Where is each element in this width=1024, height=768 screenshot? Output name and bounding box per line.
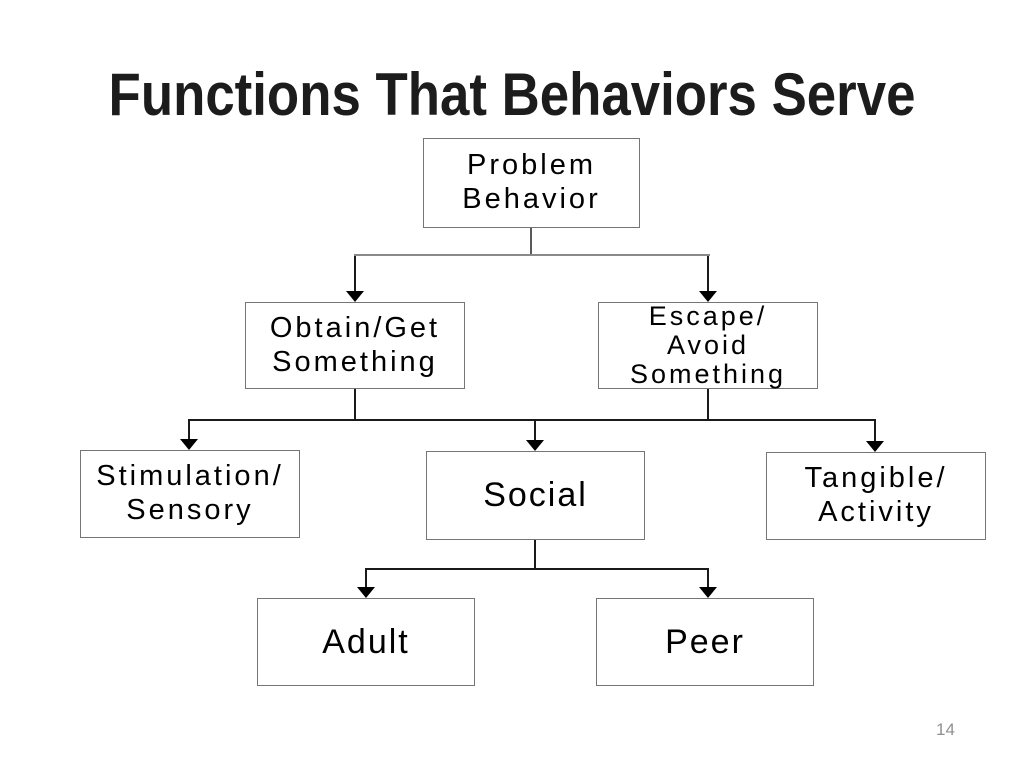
node-social: Social (426, 451, 645, 540)
page-number: 14 (936, 720, 955, 739)
node-tangible-activity: Tangible/ Activity (766, 452, 986, 540)
node-escape-avoid-something: Escape/ Avoid Something (598, 302, 818, 389)
arrowhead-to-stimulation (180, 439, 198, 450)
connector-to-social (534, 421, 536, 440)
arrowhead-to-tangible (866, 441, 884, 452)
arrowhead-to-escape (699, 291, 717, 302)
connector-problem-drop (530, 228, 532, 255)
arrowhead-to-social (526, 440, 544, 451)
node-adult: Adult (257, 598, 475, 686)
arrowhead-to-peer (699, 587, 717, 598)
arrowhead-to-adult (357, 587, 375, 598)
connector-to-obtain (354, 256, 356, 291)
node-peer: Peer (596, 598, 814, 686)
connector-to-adult (365, 570, 367, 587)
connector-to-peer (707, 570, 709, 587)
connector-to-stimulation (188, 421, 190, 439)
connector-rail-level4 (365, 568, 709, 570)
connector-obtain-drop (354, 389, 356, 420)
connector-social-drop (534, 540, 536, 569)
connector-to-escape (707, 256, 709, 291)
node-problem-behavior: Problem Behavior (423, 138, 640, 228)
node-obtain-get-something: Obtain/Get Something (245, 302, 465, 389)
arrowhead-to-obtain (346, 291, 364, 302)
connector-rail-level2 (354, 254, 710, 256)
slide-title: Functions That Behaviors Serve (108, 61, 916, 128)
connector-to-tangible (874, 421, 876, 441)
connector-rail-level3 (188, 419, 876, 421)
node-stimulation-sensory: Stimulation/ Sensory (80, 450, 300, 538)
connector-escape-drop (707, 389, 709, 420)
